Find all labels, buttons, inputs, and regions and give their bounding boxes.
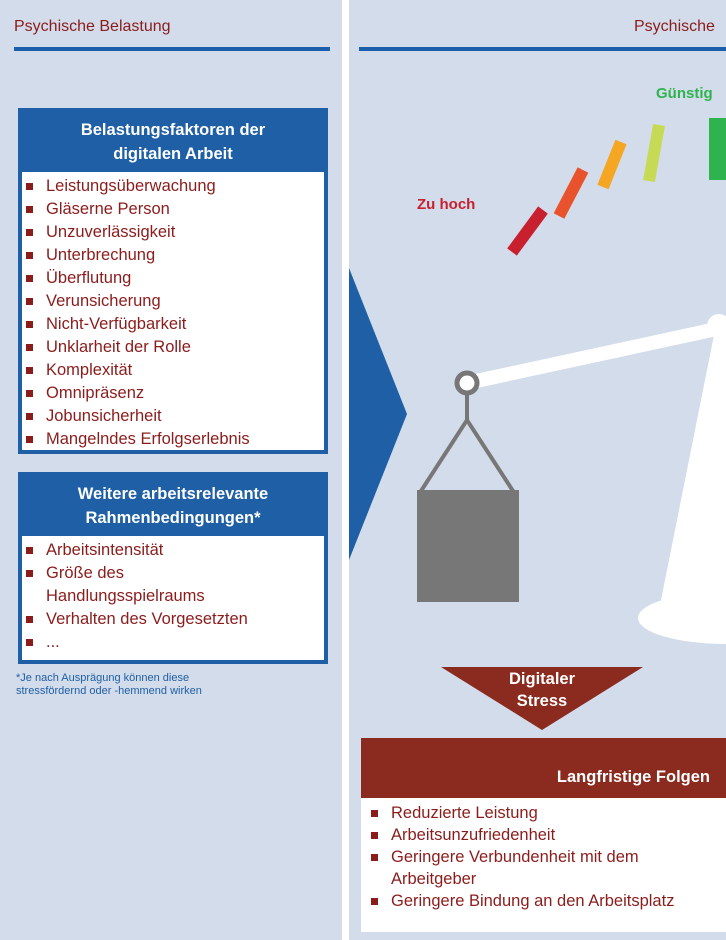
conditions-list-area: Arbeitsintensität Größe des Handlungsspi… — [22, 536, 324, 660]
scale-stand — [657, 330, 726, 620]
list-item-continuation: Handlungsspielraums — [46, 587, 205, 605]
gauge-segment-red — [507, 206, 548, 256]
list-item: Geringere Verbundenheit mit dem — [367, 846, 726, 868]
footnote: *Je nach Ausprägung können diese stressf… — [16, 672, 202, 697]
hanger-strings — [419, 416, 515, 493]
list-item: Nicht-Verfügbarkeit — [22, 313, 324, 336]
list-item: Verunsicherung — [22, 290, 324, 313]
gauge-segment-orange-red — [553, 167, 589, 219]
hanger-ring — [454, 370, 480, 396]
factors-heading-line1: Belastungsfaktoren der — [80, 121, 266, 139]
gauge-label-high: Zu hoch — [417, 196, 476, 213]
scale-illustration — [349, 118, 726, 730]
conditions-box: Weitere arbeitsrelevante Rahmenbedingung… — [18, 472, 328, 664]
gauge-label-good: Günstig — [656, 85, 713, 102]
list-item: Unklarheit der Rolle — [22, 336, 324, 359]
scale-pivot — [707, 314, 726, 338]
list-item: Arbeitsunzufriedenheit — [367, 824, 726, 846]
right-panel: Psychische Zu hoch Günstig Digitaler Str… — [349, 0, 726, 940]
panel-title-right: Psychische — [634, 18, 715, 35]
conditions-heading-line1: Weitere arbeitsrelevante — [77, 485, 269, 503]
list-item: Größe des — [22, 562, 324, 585]
list-item: ... — [22, 631, 324, 654]
list-item: Unzuverlässigkeit — [22, 221, 324, 244]
right-arrow-shape — [349, 268, 407, 560]
stress-label: Digitaler Stress — [508, 670, 576, 710]
scale-beam — [460, 321, 726, 390]
panel-title-left: Psychische Belastung — [14, 18, 171, 35]
list-item: Gläserne Person — [22, 198, 324, 221]
consequences-list-area: Reduzierte Leistung Arbeitsunzufriedenhe… — [361, 798, 726, 932]
scale-base — [638, 592, 726, 644]
conditions-heading-line2: Rahmenbedingungen* — [85, 509, 261, 527]
list-item: Arbeitsintensität — [22, 539, 324, 562]
list-item-continuation: Arbeitgeber — [391, 870, 477, 888]
list-item: Omnipräsenz — [22, 382, 324, 405]
factors-box: Belastungsfaktoren der digitalen Arbeit … — [18, 108, 328, 454]
list-item: Mangelndes Erfolgserlebnis — [22, 428, 324, 451]
list-item: Komplexität — [22, 359, 324, 382]
gauge-segment-orange — [597, 139, 627, 190]
consequences-title: Langfristige Folgen — [556, 768, 710, 786]
list-item: Unterbrechung — [22, 244, 324, 267]
list-item: Jobunsicherheit — [22, 405, 324, 428]
panel-rule-left — [14, 47, 330, 51]
panel-rule-right — [359, 47, 726, 51]
left-panel: Psychische Belastung Belastungsfaktoren … — [0, 0, 342, 940]
list-item: Verhalten des Vorgesetzten — [22, 608, 324, 631]
factors-list-area: Leistungsüberwachung Gläserne Person Unz… — [22, 172, 324, 450]
factors-heading-line2: digitalen Arbeit — [113, 145, 233, 163]
list-item: Reduzierte Leistung — [367, 802, 726, 824]
list-item: Überflutung — [22, 267, 324, 290]
weight-box — [417, 490, 519, 602]
list-item: Leistungsüberwachung — [22, 175, 324, 198]
gauge-segment-green — [709, 118, 726, 180]
list-item: Geringere Bindung an den Arbeitsplatz — [367, 890, 726, 912]
gauge-segment-yellow-green — [643, 123, 665, 183]
stress-triangle — [441, 667, 643, 730]
